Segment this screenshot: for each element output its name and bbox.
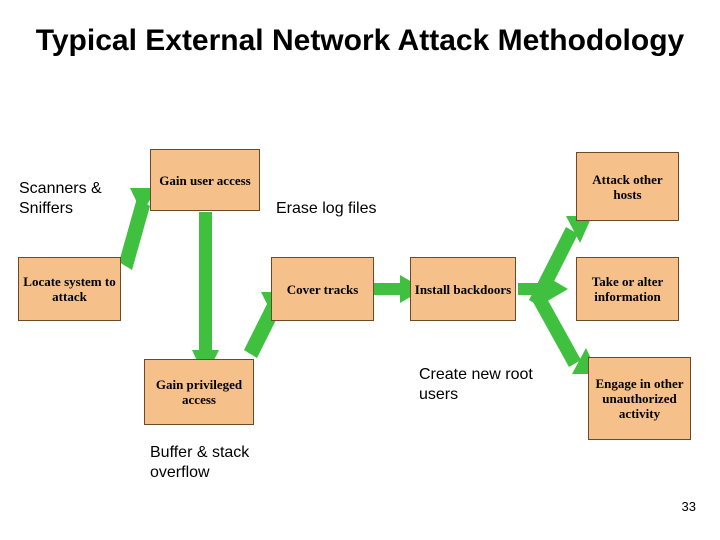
page-title: Typical External Network Attack Methodol… xyxy=(35,24,685,57)
box-attack-other-hosts[interactable]: Attack other hosts xyxy=(576,152,679,221)
label-create-new-root-users: Create new root users xyxy=(419,366,533,403)
page-number: 33 xyxy=(681,499,696,514)
box-cover-tracks[interactable]: Cover tracks xyxy=(271,257,374,321)
box-take-or-alter-information[interactable]: Take or alter information xyxy=(576,257,679,321)
label-buffer-and-stack-overflow: Buffer & stack overflow xyxy=(150,444,250,481)
box-gain-user-access[interactable]: Gain user access xyxy=(150,149,260,211)
label-erase-log-files: Erase log files xyxy=(276,200,377,217)
label-scanners-and-sniffers: Scanners & Sniffers xyxy=(19,180,102,217)
box-gain-privileged-access[interactable]: Gain privileged access xyxy=(144,359,254,425)
arrow-gain-user-to-gain-privileged xyxy=(192,212,219,378)
box-locate-system-to-attack[interactable]: Locate system to attack xyxy=(18,257,121,321)
arrow-install-to-take xyxy=(518,275,568,303)
box-install-backdoors[interactable]: Install backdoors xyxy=(410,257,516,321)
box-engage-in-other-unauthorized-activity[interactable]: Engage in other unauthorized activity xyxy=(588,357,691,440)
